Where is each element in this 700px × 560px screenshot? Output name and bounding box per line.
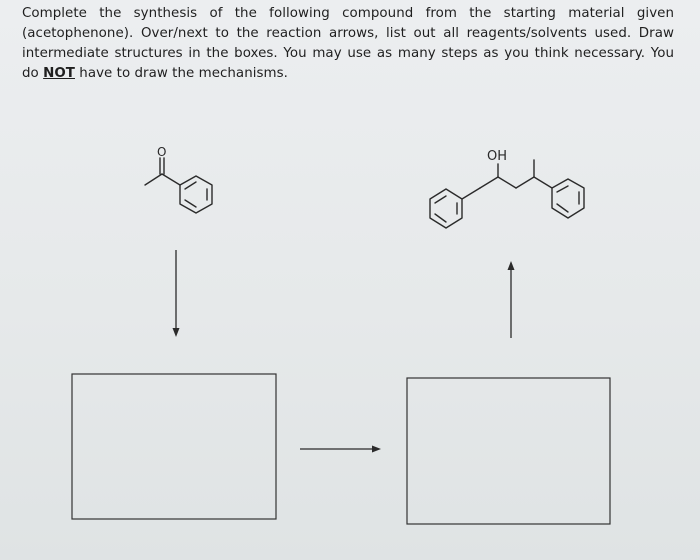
instructions-text-end: have to draw the mechanisms.: [74, 66, 288, 81]
arrow-right-middle: [300, 445, 381, 453]
intermediate-box-1: [71, 373, 277, 520]
question-instructions: Complete the synthesis of the following …: [22, 4, 674, 84]
hydroxyl-oh-label: OH: [487, 149, 507, 164]
arrow-up-right: [507, 261, 515, 338]
acetophenone-structure: [144, 157, 213, 214]
arrow-down-left: [172, 250, 180, 337]
target-alcohol-structure: [429, 159, 585, 229]
not-emphasis: NOT: [43, 66, 75, 81]
instructions-text: Complete the synthesis of the following …: [22, 6, 674, 81]
intermediate-box-2: [406, 377, 611, 525]
carbonyl-oxygen-label: O: [157, 145, 166, 159]
